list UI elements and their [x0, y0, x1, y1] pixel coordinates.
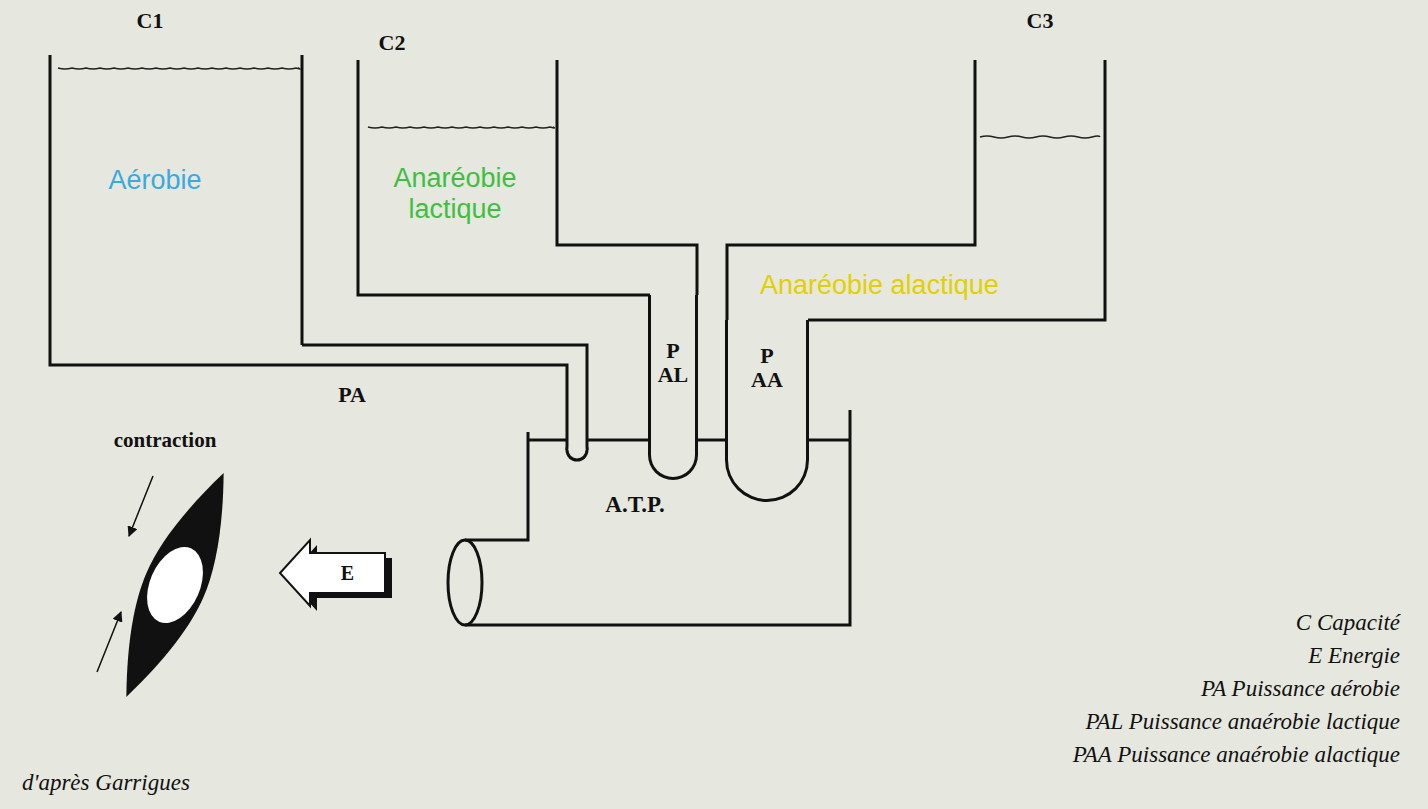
muscle-illustration: [98, 461, 252, 709]
pipe-wall: [302, 355, 577, 450]
capacity-heading: C1: [110, 8, 190, 33]
legend-line: PAA Puissance anaérobie alactique: [1073, 742, 1400, 768]
pipe-bore: [651, 295, 695, 455]
energy-arrow: [280, 540, 392, 611]
reservoir-node: C2Anaréobie lactique: [358, 25, 697, 295]
pipe-bore: [302, 355, 577, 450]
tank-wall: [557, 60, 697, 295]
atp-tank-wall: [465, 410, 850, 625]
pipe-connector: [302, 355, 589, 462]
legend-line: E Energie: [1308, 643, 1400, 669]
reservoir-node: C1Aérobie: [50, 5, 302, 365]
pipe-bulb-bore: [651, 433, 695, 477]
muscle-heading: contraction: [80, 428, 250, 452]
pipe-bulb-bore: [728, 421, 806, 499]
contraction-arrow: [97, 612, 121, 672]
muscle-node: contraction: [80, 428, 250, 708]
water-line: [368, 127, 554, 128]
contraction-arrow: [129, 476, 153, 536]
source-credit: d'après Garrigues: [22, 770, 190, 796]
tank-wall: [358, 60, 650, 295]
atp-label: A.T.P.: [575, 492, 695, 518]
tank-wall: [301, 55, 304, 345]
water-line: [58, 68, 300, 69]
atp-outlet: [448, 540, 482, 625]
capacity-heading: C3: [1000, 8, 1080, 33]
muscle-belly: [136, 538, 214, 631]
pipe-wall: [648, 295, 698, 455]
water-surfaces: [58, 68, 1100, 138]
capacity-heading: C2: [352, 30, 432, 55]
pipe-connector: [725, 320, 809, 502]
energy-system-label: Anaréobie alactique: [760, 270, 1060, 301]
pipe-connector: [648, 295, 698, 480]
tank-wall: [50, 55, 302, 365]
power-label: P AL: [657, 339, 690, 387]
reservoir-node: C3Anaréobie alactique: [727, 5, 1105, 320]
pipe-bulb-bore: [569, 442, 586, 459]
energy-label: E: [340, 562, 355, 584]
power-label: P AA: [750, 344, 784, 392]
muscle-tendons: [98, 461, 252, 709]
atp-tank: A.T.P.: [447, 440, 850, 625]
legend-line: PAL Puissance anaérobie lactique: [1085, 709, 1400, 735]
legend-line: PA Puissance aérobie: [1201, 676, 1400, 702]
arrow-body: [280, 540, 385, 606]
power-label: PA: [337, 383, 367, 407]
water-line: [980, 136, 1100, 138]
atp-tank-wall: [465, 432, 528, 540]
energy-system-label: Anaréobie lactique: [360, 163, 550, 225]
legend-line: C Capacité: [1296, 610, 1400, 636]
energy-system-label: Aérobie: [55, 165, 255, 196]
